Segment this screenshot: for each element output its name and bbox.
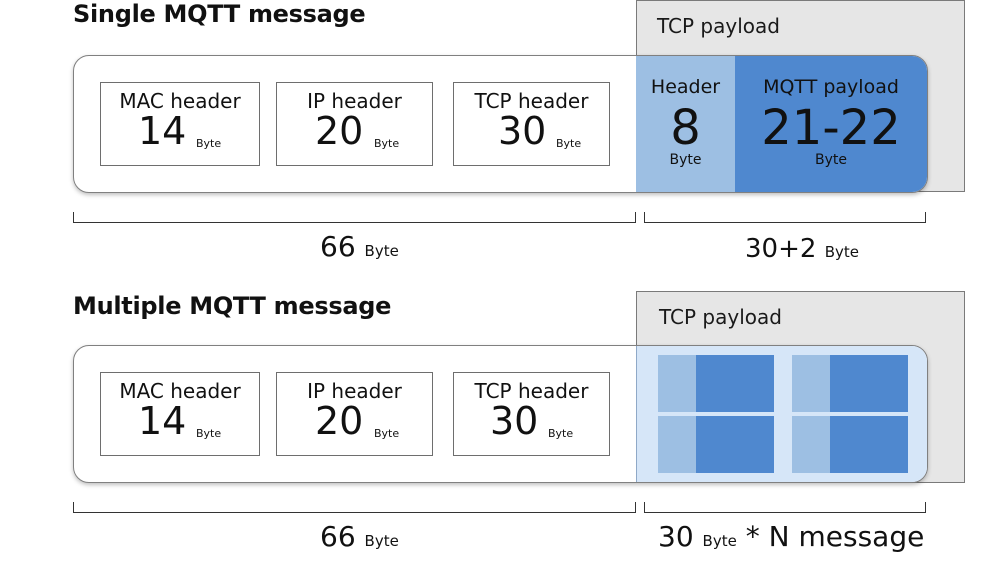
- multiple-mac-header-box: MAC header 14 Byte: [100, 372, 260, 456]
- mqtt-message-chunk: [658, 416, 774, 473]
- multiple-right-measure-value: 30: [658, 520, 694, 553]
- tcp-header-label: TCP header: [474, 89, 589, 113]
- single-right-measure-value: 30+2: [745, 234, 817, 264]
- multiple-tcp-payload-label: TCP payload: [659, 305, 782, 329]
- mqtt-message-chunk: [658, 355, 774, 412]
- ip-header-label: IP header: [307, 89, 402, 113]
- single-right-measure-unit: Byte: [824, 243, 859, 261]
- single-tcp-header-box: TCP header 30 Byte: [453, 82, 610, 166]
- mqtt-header-unit: Byte: [669, 152, 702, 168]
- single-left-measure-unit: Byte: [364, 242, 399, 260]
- chunk-payload: [830, 355, 908, 412]
- multiple-right-measure: 30 Byte * N message: [658, 520, 924, 553]
- ip-header-unit: Byte: [374, 137, 400, 150]
- mac-header-value: 14: [138, 399, 187, 443]
- single-left-measure-value: 66: [320, 230, 356, 263]
- mqtt-header-value: 8: [670, 100, 701, 156]
- mac-header-unit: Byte: [196, 137, 222, 150]
- single-right-bracket: [644, 212, 926, 223]
- single-left-measure: 66 Byte: [320, 230, 399, 263]
- multiple-tcp-header-box: TCP header 30 Byte: [453, 372, 610, 456]
- chunk-payload: [830, 416, 908, 473]
- tcp-header-value: 30: [498, 109, 547, 153]
- chunk-header: [792, 355, 830, 412]
- single-title: Single MQTT message: [73, 0, 366, 28]
- multiple-right-measure-unit: Byte: [702, 532, 737, 550]
- ip-header-unit: Byte: [374, 427, 400, 440]
- chunk-header: [658, 416, 696, 473]
- tcp-header-value: 30: [490, 399, 539, 443]
- mac-header-unit: Byte: [196, 427, 222, 440]
- ip-header-label: IP header: [307, 379, 402, 403]
- tcp-header-label: TCP header: [474, 379, 589, 403]
- mqtt-payload-unit: Byte: [815, 152, 847, 168]
- multiple-ip-header-box: IP header 20 Byte: [276, 372, 433, 456]
- chunk-payload: [696, 355, 774, 412]
- multiple-payload-region: [636, 346, 927, 482]
- multiple-left-bracket: [73, 502, 636, 513]
- ip-header-value: 20: [315, 109, 364, 153]
- mqtt-payload-label: MQTT payload: [763, 76, 899, 98]
- mac-header-label: MAC header: [119, 379, 241, 403]
- multiple-packet-frame: MAC header 14 Byte IP header 20 Byte TCP…: [73, 345, 928, 483]
- single-tcp-payload-label: TCP payload: [657, 14, 780, 38]
- chunk-header: [658, 355, 696, 412]
- single-right-measure: 30+2 Byte: [745, 234, 859, 264]
- multiple-title: Multiple MQTT message: [73, 292, 392, 320]
- multiple-right-measure-suffix: * N message: [745, 520, 925, 553]
- ip-header-value: 20: [315, 399, 364, 443]
- multiple-left-measure: 66 Byte: [320, 520, 399, 553]
- multiple-right-bracket: [644, 502, 926, 513]
- mqtt-message-chunk: [792, 355, 908, 412]
- mac-header-label: MAC header: [119, 89, 241, 113]
- multiple-left-measure-value: 66: [320, 520, 356, 553]
- chunk-payload: [696, 416, 774, 473]
- mqtt-header-label: Header: [650, 76, 721, 98]
- single-left-bracket: [73, 212, 636, 223]
- mqtt-payload-segment: MQTT payload 21-22 Byte: [735, 56, 927, 192]
- tcp-header-unit: Byte: [548, 427, 574, 440]
- mac-header-value: 14: [138, 109, 187, 153]
- single-packet-frame: MAC header 14 Byte IP header 20 Byte TCP…: [73, 55, 928, 193]
- multiple-left-measure-unit: Byte: [364, 532, 399, 550]
- mqtt-header-segment: Header 8 Byte: [636, 56, 735, 192]
- single-ip-header-box: IP header 20 Byte: [276, 82, 433, 166]
- single-mac-header-box: MAC header 14 Byte: [100, 82, 260, 166]
- mqtt-payload-value: 21-22: [761, 100, 901, 156]
- mqtt-message-chunk: [792, 416, 908, 473]
- tcp-header-unit: Byte: [556, 137, 582, 150]
- chunk-header: [792, 416, 830, 473]
